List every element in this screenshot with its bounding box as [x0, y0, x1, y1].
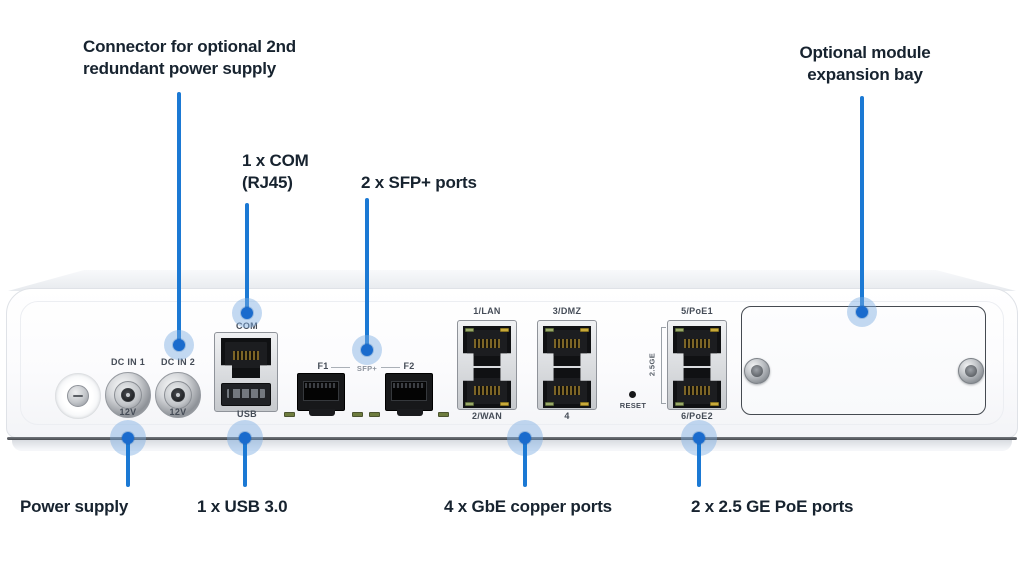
speed-bracket-tick [661, 327, 666, 328]
callout-sfp-dot [361, 344, 373, 356]
callout-usb-dot [239, 432, 251, 444]
status-led-icon [438, 412, 449, 417]
reset-label: RESET [619, 401, 647, 410]
port-1-lan-label: 1/LAN [473, 306, 501, 316]
callout-gbe-dot [519, 432, 531, 444]
status-led-icon [352, 412, 363, 417]
callout-com-line [245, 203, 249, 313]
usb-port [221, 383, 271, 406]
callout-expansion-bay-line2: expansion bay [807, 65, 923, 84]
port-4-label: 4 [564, 411, 570, 421]
callout-expansion-bay-line [860, 96, 864, 312]
dc-in-1-label: DC IN 1 [110, 357, 146, 367]
port-3-dmz-label: 3/DMZ [552, 306, 582, 316]
chassis-bottom-edge [7, 437, 1017, 440]
callout-com-dot [241, 307, 253, 319]
speed-bracket-tick [661, 403, 666, 404]
callout-poe-dot [693, 432, 705, 444]
callout-redundant-psu-dot [173, 339, 185, 351]
sfp-label-tick [381, 367, 400, 368]
callout-power-line [126, 438, 130, 487]
reset-pinhole [629, 391, 636, 398]
sfp-f1-label: F1 [317, 361, 329, 371]
speed-2-5ge-label: 2.5GE [647, 352, 657, 377]
sfp-port-f1 [297, 373, 345, 416]
callout-power: Power supply [20, 497, 129, 516]
speed-bracket [661, 327, 662, 404]
dc-in-2-label: DC IN 2 [160, 357, 196, 367]
port-5-poe1-label: 5/PoE1 [681, 306, 713, 316]
sfp-f2-label: F2 [403, 361, 415, 371]
callout-redundant-psu-line1: Connector for optional 2nd [83, 37, 296, 56]
chassis-top-face [8, 270, 1016, 291]
callout-gbe: 4 x GbE copper ports [444, 497, 612, 516]
callout-usb: 1 x USB 3.0 [197, 497, 288, 516]
port-6-poe2-label: 6/PoE2 [681, 411, 713, 421]
chassis-bottom-lip [12, 440, 1012, 451]
callout-expansion-bay-dot [856, 306, 868, 318]
sfp-port-f2 [385, 373, 433, 416]
com-label: COM [236, 321, 258, 331]
callout-expansion-bay: Optional module expansion bay [780, 42, 950, 86]
callout-redundant-psu-line [177, 92, 181, 345]
sfp-plus-label: SFP+ [356, 364, 378, 373]
port-2-wan-label: 2/WAN [471, 411, 502, 421]
callout-com-line2: (RJ45) [242, 173, 293, 192]
callout-power-dot [122, 432, 134, 444]
callout-redundant-psu: Connector for optional 2nd redundant pow… [83, 36, 296, 80]
callout-usb-line [243, 438, 247, 487]
callout-sfp-line [365, 198, 369, 350]
callout-com: 1 x COM (RJ45) [242, 150, 309, 194]
dc-in-2-voltage-label: 12V [169, 407, 187, 417]
status-led-icon [369, 412, 380, 417]
chassis-inner-panel [20, 301, 1004, 425]
dc-in-1-voltage-label: 12V [119, 407, 137, 417]
callout-poe-line [697, 438, 701, 487]
dc-in-2-connector [155, 372, 201, 418]
callout-poe: 2 x 2.5 GE PoE ports [691, 497, 854, 516]
callout-redundant-psu-line2: redundant power supply [83, 59, 277, 78]
callout-sfp: 2 x SFP+ ports [361, 173, 477, 192]
usb-label: USB [237, 409, 257, 419]
bay-screw-icon [744, 358, 770, 384]
dc-in-1-connector [105, 372, 151, 418]
status-led-icon [284, 412, 295, 417]
callout-com-line1: 1 x COM [242, 151, 309, 170]
ground-screw [55, 373, 101, 419]
callout-gbe-line [523, 438, 527, 487]
sfp-label-tick [331, 367, 350, 368]
bay-screw-icon [958, 358, 984, 384]
callout-expansion-bay-line1: Optional module [799, 43, 931, 62]
ground-screw-head-icon [67, 385, 89, 407]
